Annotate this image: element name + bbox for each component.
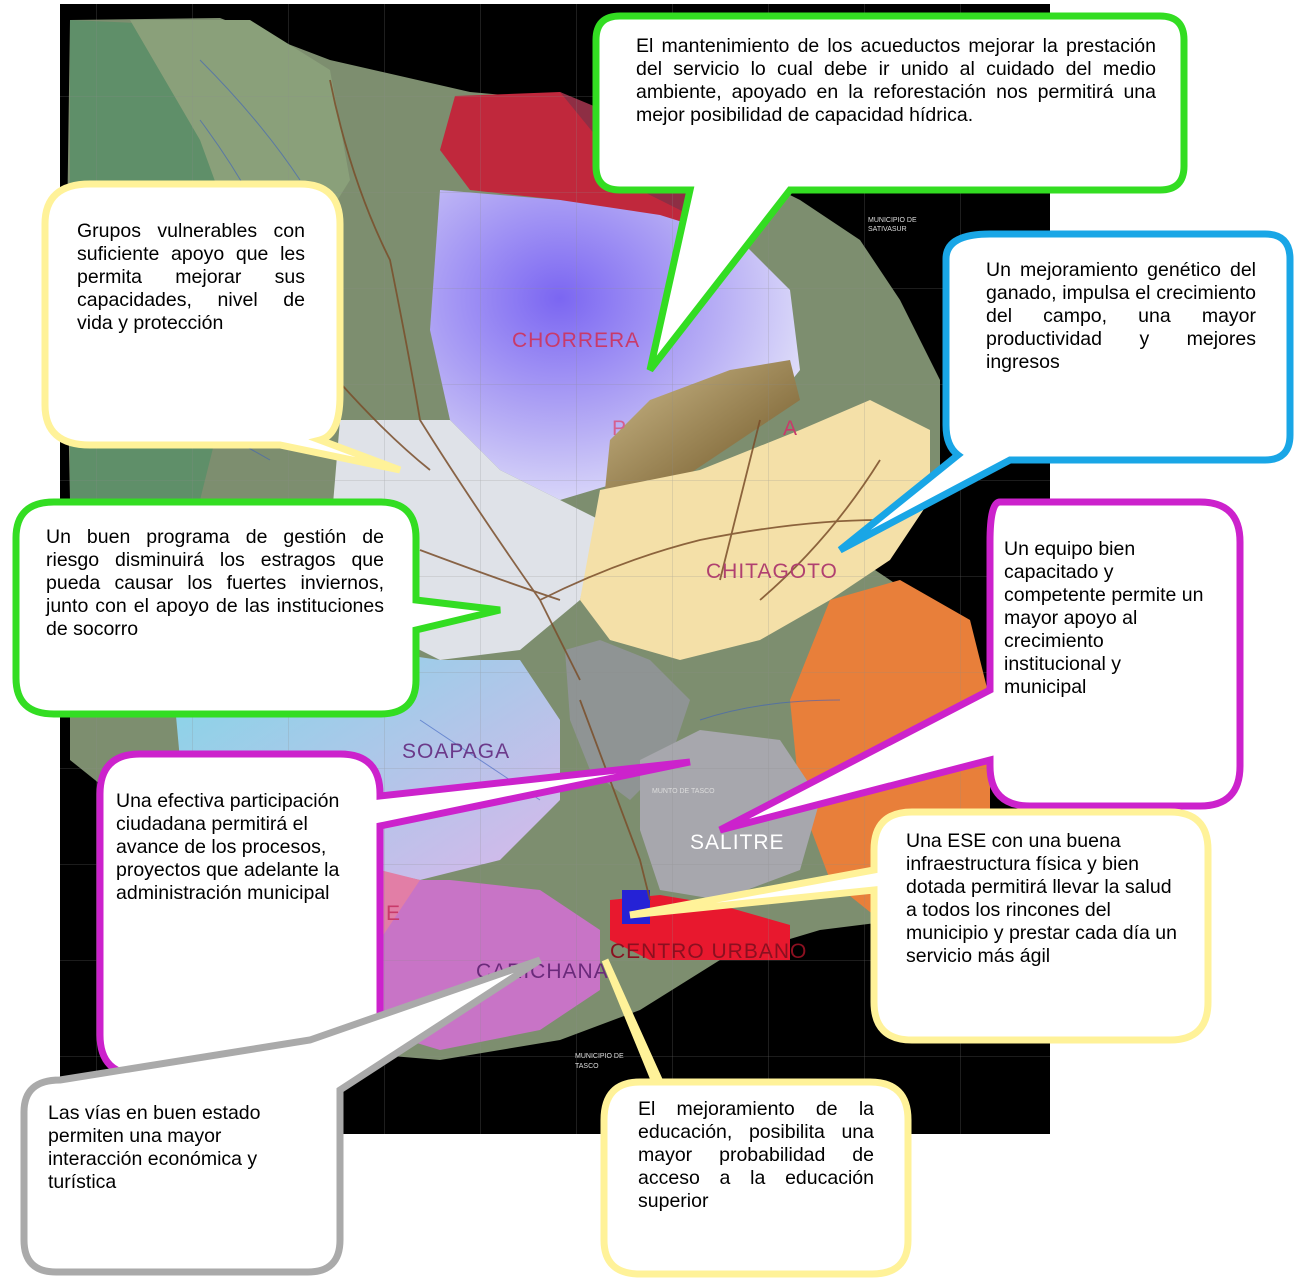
zone-label-soapaga: SOAPAGA: [402, 740, 510, 763]
zone-label-salitre: SALITRE: [690, 831, 785, 854]
callout-bubble-riesgo: [12, 498, 501, 718]
callout-text-participacion: Una efectiva participación ciudadana per…: [116, 790, 340, 904]
zone-label-partial-p: P: [612, 417, 627, 440]
neighbor-label-sativasur-2: SATIVASUR: [868, 226, 907, 233]
zone-label-partial-a: A: [783, 417, 798, 440]
callout-text-vias: Las vías en buen estado permiten una may…: [48, 1102, 261, 1193]
callout-bubble-vias: [20, 956, 542, 1276]
callout-bubble-acueductos: [592, 12, 1188, 373]
callout-text-ese: Una ESE con una buena infraestructura fí…: [906, 830, 1177, 967]
neighbor-label-tasco-1: MUNICIPIO DE: [575, 1053, 624, 1060]
callout-text-educacion: El mejoramiento de la educación, posibil…: [638, 1098, 874, 1212]
zone-label-chitagoto: CHITAGOTO: [706, 560, 838, 583]
callout-bubble-ganado: [837, 230, 1294, 554]
zone-label-chorrera: CHORRERA: [512, 329, 640, 352]
callout-bubble-vulnerables: [41, 180, 402, 474]
callout-bubble-ese: [629, 808, 1212, 1044]
neighbor-label-sativasur-1: MUNICIPIO DE: [868, 217, 917, 224]
callout-bubble-educacion: [600, 958, 912, 1278]
callout-text-ganado: Un mejoramiento genético del ganado, imp…: [986, 259, 1256, 373]
callout-text-equipo: Un equipo bien capacitado y competente p…: [1004, 538, 1204, 698]
zone-label-centro-urbano: CENTRO URBANO: [610, 940, 807, 963]
neighbor-label-small-1: MUNTO DE TASCO: [652, 788, 715, 795]
callout-text-riesgo: Un buen programa de gestión de riesgo di…: [46, 526, 384, 640]
callout-text-acueductos: El mantenimiento de los acueductos mejor…: [636, 35, 1156, 126]
callout-bubble-equipo: [718, 498, 1244, 834]
callout-text-vulnerables: Grupos vulnerables con suficiente apoyo …: [77, 220, 305, 334]
neighbor-label-tasco-2: TASCO: [575, 1063, 599, 1070]
zone-label-partial-e: E: [386, 902, 401, 925]
